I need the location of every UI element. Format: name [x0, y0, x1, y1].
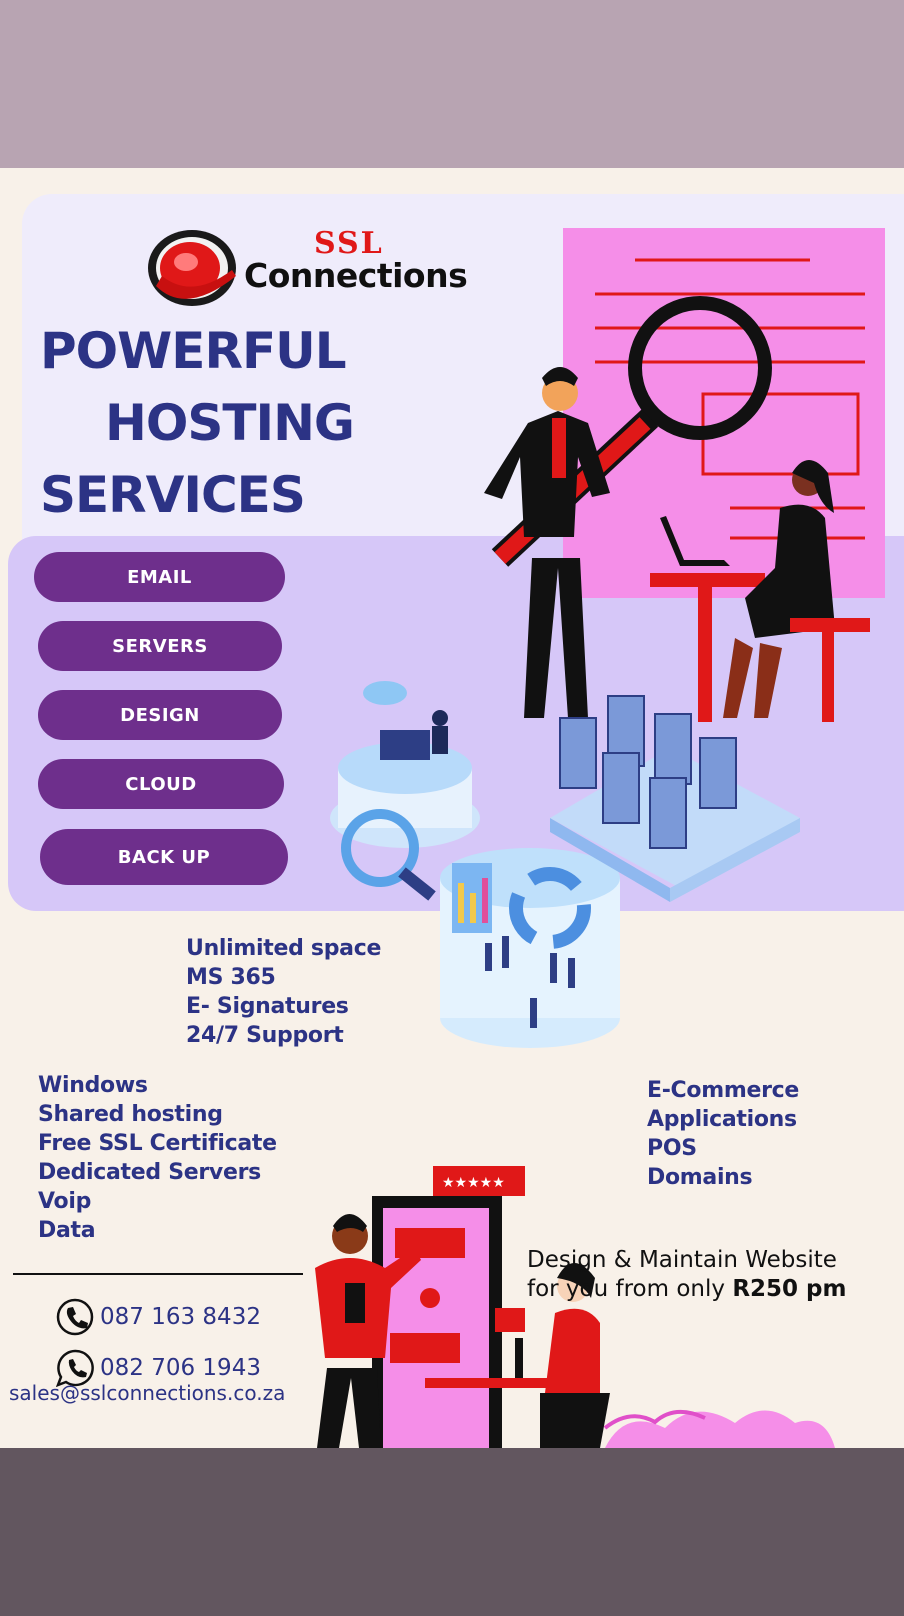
- headline-line-1: POWERFUL: [40, 322, 347, 380]
- whatsapp-contact[interactable]: 082 706 1943: [56, 1349, 261, 1387]
- server-icon: [559, 695, 737, 849]
- web-design-illustration: ★★★★★: [315, 1166, 835, 1448]
- features-center-list: Unlimited space MS 365 E- Signatures 24/…: [186, 934, 381, 1050]
- email-link[interactable]: sales@sslconnections.co.za: [9, 1381, 286, 1405]
- svg-text:★★★★★: ★★★★★: [442, 1175, 505, 1191]
- promo-text: Design & Maintain Website for you from o…: [527, 1246, 846, 1304]
- feature-item: Applications: [647, 1107, 797, 1132]
- logo-ssl-text: SSL: [314, 226, 384, 261]
- feature-item: Voip: [38, 1189, 92, 1214]
- feature-item: Shared hosting: [38, 1102, 223, 1127]
- whatsapp-icon: [56, 1349, 94, 1387]
- search-illustration: [484, 228, 885, 722]
- feature-item: Free SSL Certificate: [38, 1131, 277, 1156]
- promo-line-2: for you from only R250 pm: [527, 1275, 846, 1304]
- promo-line-1: Design & Maintain Website: [527, 1247, 837, 1273]
- contact-divider: [13, 1273, 303, 1275]
- hosting-poster: ★★★★★ SSL Connections POWERF: [0, 168, 904, 1448]
- service-servers-button[interactable]: SERVERS: [38, 621, 282, 671]
- service-cloud-button[interactable]: CLOUD: [38, 759, 284, 809]
- feature-item: POS: [647, 1136, 697, 1161]
- logo-swirl-icon: [148, 230, 236, 306]
- feature-item: Domains: [647, 1165, 753, 1190]
- feature-item: 24/7 Support: [186, 1023, 344, 1048]
- brand-logo: SSL Connections: [146, 226, 476, 316]
- headline-line-3: SERVICES: [40, 466, 306, 524]
- promo-price: R250 pm: [732, 1276, 847, 1302]
- bottom-background-band: [0, 1448, 904, 1616]
- phone-number: 087 163 8432: [100, 1304, 261, 1330]
- feature-item: Unlimited space: [186, 936, 382, 961]
- service-design-button[interactable]: DESIGN: [38, 690, 282, 740]
- feature-item: Data: [38, 1218, 96, 1243]
- features-right-list: E-Commerce Applications POS Domains: [647, 1076, 799, 1192]
- service-backup-button[interactable]: BACK UP: [40, 829, 288, 885]
- feature-item: Windows: [38, 1073, 148, 1098]
- features-left-list: Windows Shared hosting Free SSL Certific…: [38, 1071, 277, 1245]
- feature-item: E- Signatures: [186, 994, 349, 1019]
- phone-contact[interactable]: 087 163 8432: [56, 1298, 261, 1336]
- promo-line-2-prefix: for you from only: [527, 1276, 733, 1302]
- feature-item: E-Commerce: [647, 1078, 799, 1103]
- cloud-server-illustration: [330, 681, 800, 1048]
- service-email-button[interactable]: EMAIL: [34, 552, 285, 602]
- feature-item: MS 365: [186, 965, 276, 990]
- phone-icon: [56, 1298, 94, 1336]
- headline-line-2: HOSTING: [105, 394, 355, 452]
- whatsapp-number: 082 706 1943: [100, 1355, 261, 1381]
- logo-connections-text: Connections: [244, 256, 468, 295]
- feature-item: Dedicated Servers: [38, 1160, 261, 1185]
- top-background-band: [0, 0, 904, 168]
